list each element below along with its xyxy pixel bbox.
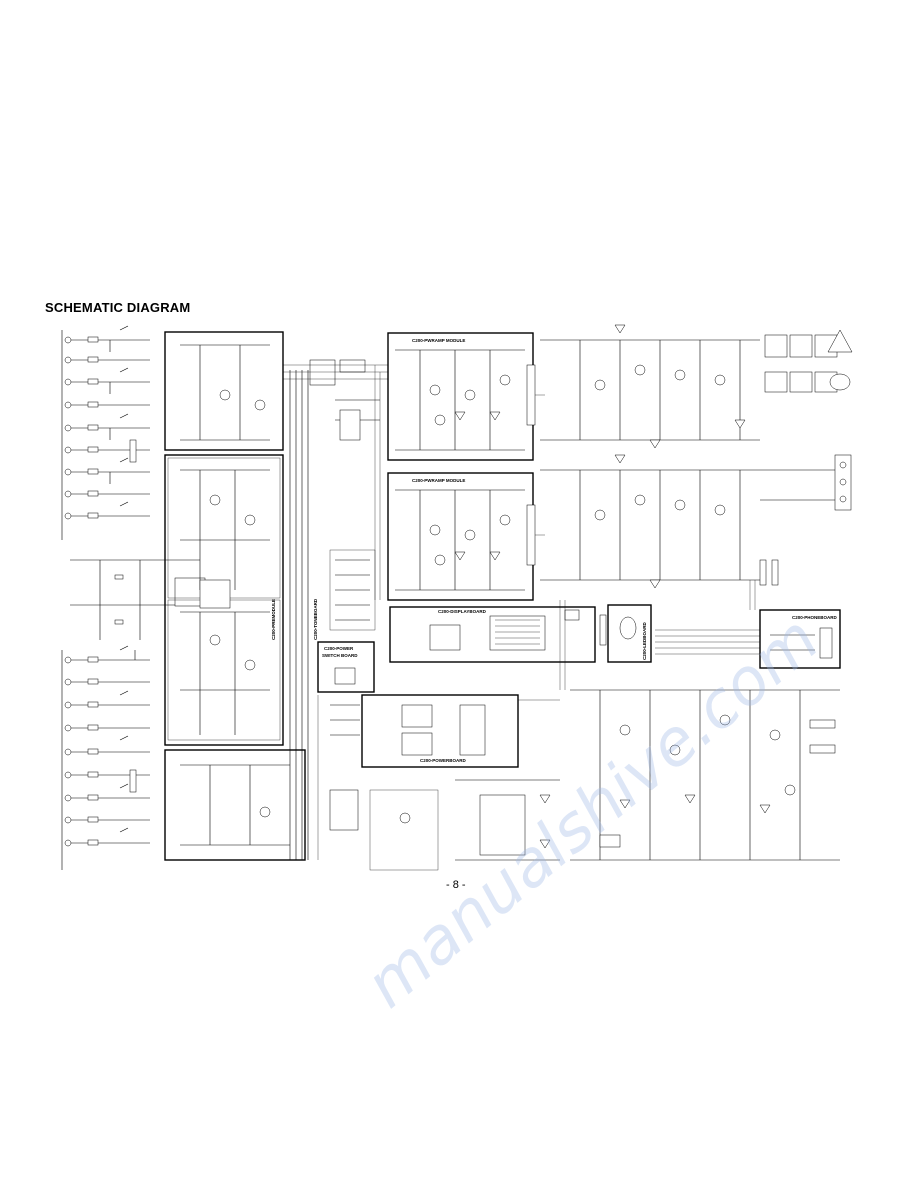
power-switch-label-2: SWITCH BOARD <box>322 653 358 658</box>
amp-module-bottom-label: C200-PWRAMP MODULE <box>412 478 465 483</box>
input-column-bottom <box>61 645 150 870</box>
notes-block <box>655 629 760 655</box>
tone-control-block <box>164 331 284 451</box>
amp-module-top: C200-PWRAMP MODULE <box>387 332 536 461</box>
page-number: - 8 - <box>446 879 466 891</box>
bass-block <box>164 749 306 861</box>
bottom-center-circuit <box>329 779 560 871</box>
amp-module-top-label: C200-PWRAMP MODULE <box>412 338 465 343</box>
premodule-board: C200-PREMODULE <box>164 454 284 746</box>
bus-wiring <box>283 364 756 860</box>
input-selector-block <box>329 549 376 631</box>
driver-circuit-bottom <box>540 454 779 589</box>
power-supply-circuit <box>570 689 840 861</box>
amp-module-bottom: C200-PWRAMP MODULE <box>387 472 536 601</box>
transistor-pinouts <box>764 329 853 393</box>
watermark: manualshive.com <box>352 602 833 1022</box>
premodule-label: C200-PREMODULE <box>271 599 276 640</box>
toneboard-label: C200-TONEBOARD <box>313 598 318 640</box>
speaker-terminals <box>760 454 852 511</box>
toneboard: C200-TONEBOARD <box>289 359 380 860</box>
display-board-label: C200-DISPLAYBOARD <box>438 609 487 614</box>
page-title: SCHEMATIC DIAGRAM <box>45 300 191 315</box>
headphone-section <box>70 559 206 660</box>
power-switch-label-1: C200-POWER <box>324 646 354 651</box>
led-board: C200-LEDBOARD <box>607 604 652 663</box>
input-column-top <box>61 325 150 540</box>
phone-board: C200-PHONEBOARD <box>759 609 841 669</box>
power-board: C200-POWERBOARD <box>330 694 519 768</box>
phone-board-label: C200-PHONEBOARD <box>792 615 838 620</box>
led-board-label: C200-LEDBOARD <box>642 621 647 660</box>
driver-circuit-top <box>540 324 760 449</box>
display-board: C200-DISPLAYBOARD <box>389 606 607 663</box>
power-switch-board: C200-POWER SWITCH BOARD <box>317 641 375 693</box>
power-board-label: C200-POWERBOARD <box>420 758 467 763</box>
